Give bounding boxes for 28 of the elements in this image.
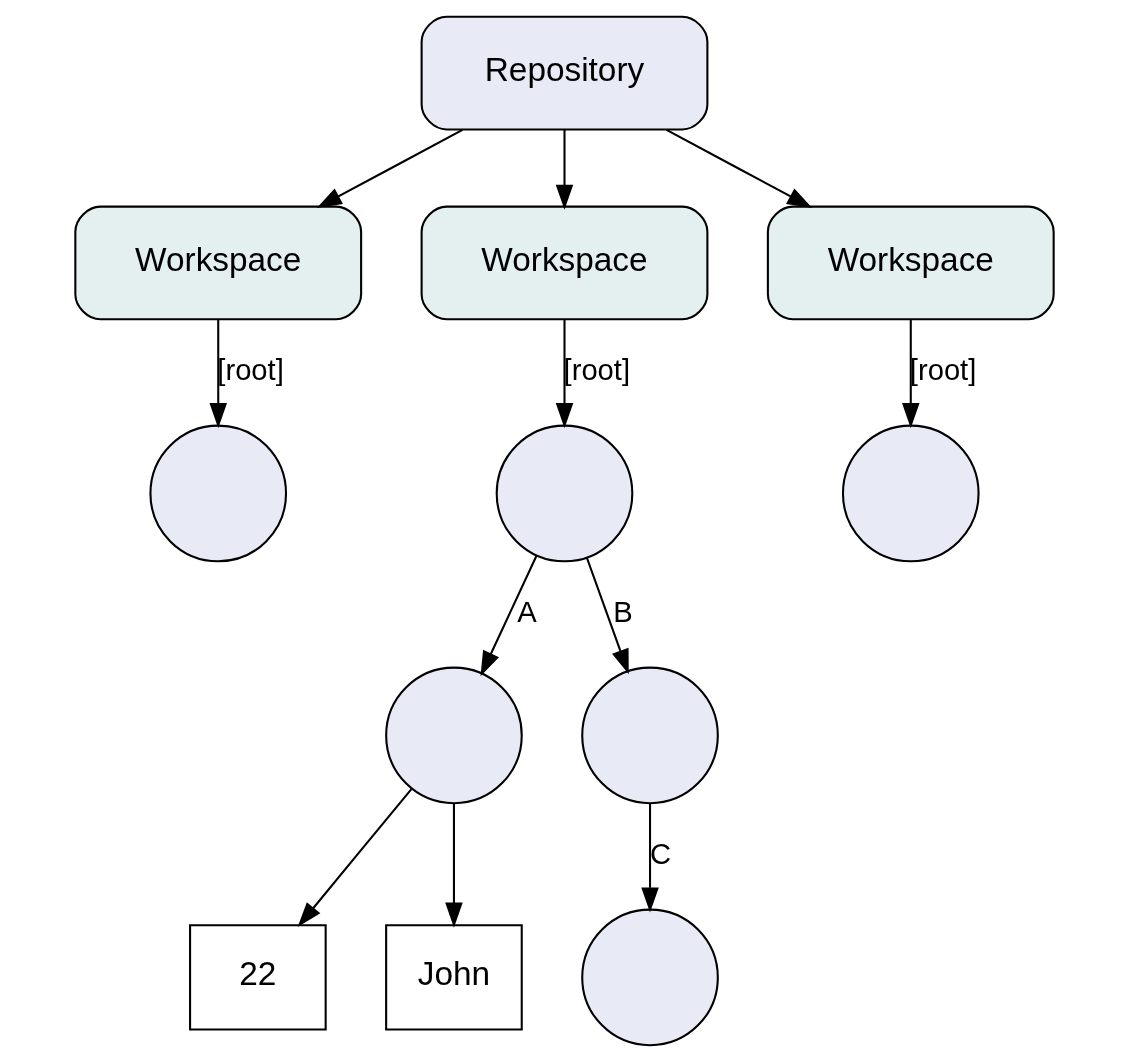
node-circle	[581, 666, 719, 805]
node-circle	[581, 908, 719, 1047]
node-box: John	[385, 924, 523, 1031]
arrow	[555, 129, 574, 210]
edge-label: A	[517, 596, 537, 629]
edge-label: B	[613, 596, 633, 629]
arrow	[902, 319, 920, 429]
arrow	[316, 129, 463, 209]
node-box: 22	[189, 924, 327, 1031]
arrow	[641, 803, 659, 913]
node-circle	[841, 424, 980, 563]
arrow	[480, 555, 538, 677]
node-box: Repository	[420, 15, 709, 131]
edge-label: [root]	[563, 354, 631, 387]
arrow	[666, 129, 813, 209]
edge-label: C	[649, 838, 671, 871]
arrow	[586, 557, 629, 675]
node-circle	[149, 424, 288, 563]
node-circle	[385, 666, 523, 805]
node-box: Workspace	[74, 205, 363, 321]
edge-label: [root]	[217, 354, 284, 387]
arrow	[445, 803, 463, 928]
node-circle	[495, 424, 634, 563]
arrow	[555, 319, 574, 429]
node-box: Workspace	[420, 205, 709, 321]
arrow	[297, 788, 413, 928]
node-box: Workspace	[766, 205, 1055, 321]
arrow	[209, 319, 227, 429]
